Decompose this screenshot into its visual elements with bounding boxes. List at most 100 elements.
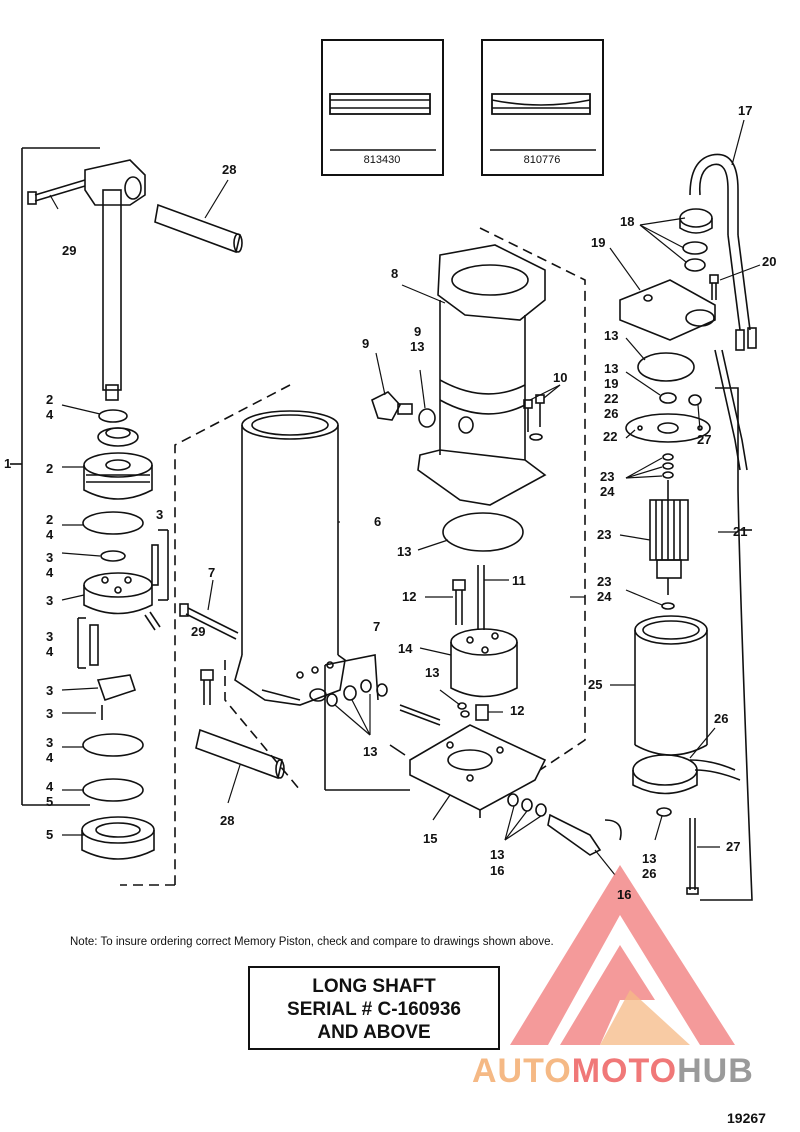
callout-label: 11 — [512, 573, 526, 588]
armature-23 — [649, 480, 689, 595]
pump-base-15 — [409, 724, 547, 818]
inset-box-810776 — [481, 39, 604, 176]
callout-label: 2 — [46, 512, 54, 527]
callout-label: 1 — [4, 456, 12, 471]
callout-label: 12 — [510, 703, 525, 718]
callout-label: 22 — [603, 429, 618, 444]
serial-info-box: LONG SHAFT SERIAL # C-160936 AND ABOVE — [248, 966, 500, 1050]
callout-label: 3 — [46, 629, 54, 644]
callout-label: 22 — [604, 391, 619, 406]
o-ring-13 — [442, 512, 524, 552]
callout-label: 20 — [762, 254, 777, 269]
through-bolt-27 — [686, 818, 699, 895]
cylinder-6 — [234, 410, 346, 706]
callout-label: 25 — [588, 677, 603, 692]
callout-label: 26 — [604, 406, 619, 421]
callout-label: 3 — [46, 735, 54, 750]
inset-part-number: 813430 — [363, 154, 401, 166]
callout-label: 13 — [604, 328, 619, 343]
callout-label: 4 — [46, 779, 54, 794]
callout-label: 3 — [46, 706, 54, 721]
watermark-part: HUB — [677, 1052, 754, 1090]
callout-label: 24 — [600, 484, 615, 499]
callout-label: 13 — [604, 361, 619, 376]
watermark-text: AUTOMOTOHUB — [472, 1052, 754, 1091]
callout-label: 6 — [374, 514, 382, 529]
callout-label: 13 — [410, 339, 425, 354]
serial-line: SERIAL # C-160936 — [287, 999, 461, 1020]
callout-label: 8 — [391, 266, 399, 281]
watermark-logo — [510, 865, 735, 1045]
motor-frame-25 — [634, 615, 708, 756]
callout-label: 23 — [597, 527, 612, 542]
callout-label: 4 — [46, 644, 54, 659]
callout-label: 2 — [46, 392, 54, 407]
callout-label: 15 — [423, 831, 438, 846]
callout-label: 13 — [363, 744, 378, 759]
assembly-bracket-1 — [10, 147, 100, 806]
callout-label: 14 — [398, 641, 413, 656]
callout-label: 26 — [714, 711, 729, 726]
callout-label: 5 — [46, 827, 54, 842]
inset-part-number: 810776 — [523, 154, 561, 166]
dashed-boundary-lower — [224, 660, 301, 791]
callout-label: 9 — [362, 336, 370, 351]
watermark-part: MOTO — [571, 1052, 678, 1090]
callout-label: 4 — [46, 527, 54, 542]
callout-label: 4 — [46, 565, 54, 580]
washers-23-24 — [662, 453, 674, 479]
o-ring-13-right — [637, 352, 695, 382]
serial-line: LONG SHAFT — [312, 976, 436, 997]
callout-label: 7 — [373, 619, 381, 634]
dashed-boundary-left — [120, 384, 291, 886]
callout-label: 10 — [553, 370, 568, 385]
callout-label: 28 — [220, 813, 235, 828]
callout-label: 2 — [46, 461, 54, 476]
brush-plate-22 — [625, 392, 711, 443]
callout-label: 17 — [738, 103, 753, 118]
valve-block-14 — [450, 628, 518, 698]
bolt-29-lower — [200, 669, 214, 705]
callout-label: 4 — [46, 750, 54, 765]
callout-label: 29 — [191, 624, 206, 639]
bolt-7 — [179, 603, 239, 640]
callout-label: 9 — [414, 324, 422, 339]
bracket-3-right — [77, 529, 169, 669]
piston-rod — [84, 159, 146, 401]
screws-10 — [523, 394, 545, 441]
bracket-7-group — [324, 654, 441, 791]
callout-label: 3 — [156, 507, 164, 522]
callout-label: 3 — [46, 550, 54, 565]
callout-label: 18 — [620, 214, 635, 229]
callout-label: 13 — [490, 847, 505, 862]
callout-label: 13 — [425, 665, 440, 680]
callout-label: 13 — [397, 544, 412, 559]
callout-label: 27 — [697, 432, 712, 447]
callout-label: 23 — [597, 574, 612, 589]
watermark-part: AUTO — [472, 1052, 572, 1090]
callout-label: 16 — [490, 863, 505, 878]
pin-28-lower — [195, 728, 285, 780]
inset-box-813430 — [321, 39, 444, 176]
small-parts-12-13 — [457, 702, 489, 721]
wire — [714, 349, 741, 471]
brush-plate-26 — [632, 754, 741, 795]
callout-label: 29 — [62, 243, 77, 258]
callout-label: 3 — [46, 593, 54, 608]
washer-23-24-lower — [661, 602, 675, 610]
bracket-21 — [700, 387, 753, 901]
end-cap-19 — [619, 279, 716, 341]
cable-17 — [689, 153, 757, 351]
callout-label: 27 — [726, 839, 741, 854]
callout-label: 12 — [402, 589, 417, 604]
callout-label: 23 — [600, 469, 615, 484]
valve-16-parts — [507, 793, 622, 856]
left-seal-stack — [81, 409, 161, 860]
callout-label: 24 — [597, 589, 612, 604]
callout-label: 5 — [46, 794, 54, 809]
screw-20 — [709, 274, 719, 300]
pin-28-top — [154, 203, 243, 254]
callout-label: 3 — [46, 683, 54, 698]
